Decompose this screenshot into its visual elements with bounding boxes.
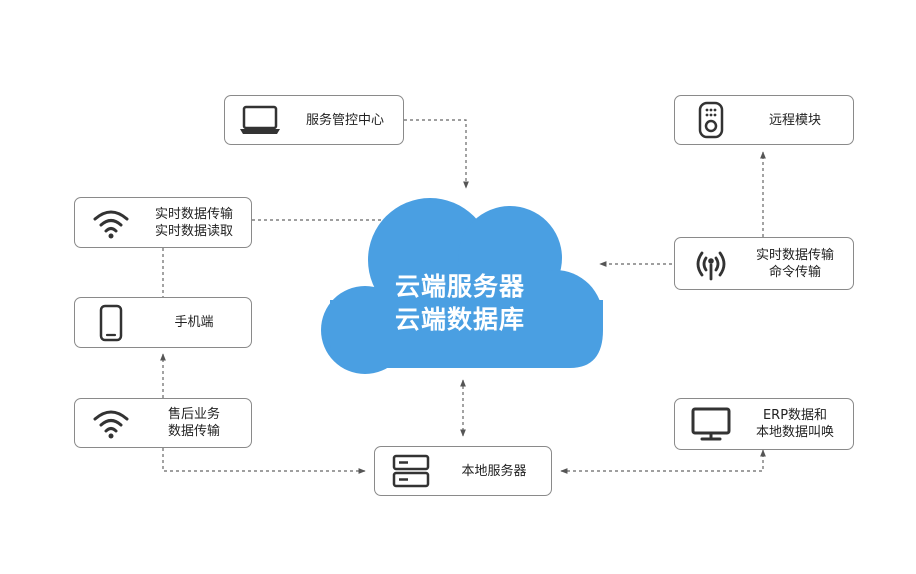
signal-icon	[687, 238, 735, 289]
aftersales-line2: 数据传输	[167, 424, 220, 439]
realtime-right-line2: 命令传输	[768, 264, 821, 280]
node-realtime-right[interactable]: 实时数据传输 命令传输	[674, 237, 854, 290]
node-service-center[interactable]: 服务管控中心	[224, 95, 404, 145]
remote-device-icon	[689, 96, 733, 144]
realtime-left-line1: 实时数据传输	[154, 206, 233, 222]
remote-module-label: 远程模块	[768, 112, 821, 128]
node-erp[interactable]: ERP数据和 本地数据叫唤	[674, 398, 854, 450]
node-realtime-left[interactable]: 实时数据传输 实时数据读取	[74, 197, 252, 248]
local-server-label: 本地服务器	[461, 463, 527, 479]
realtime-right-line1: 实时数据传输	[755, 247, 834, 263]
monitor-icon	[687, 399, 735, 449]
realtime-left-line2: 实时数据读取	[154, 223, 233, 239]
wifi-icon	[89, 198, 133, 247]
aftersales-line1: 售后业务	[167, 407, 220, 422]
wifi-icon	[89, 399, 133, 447]
erp-line2: 本地数据叫唤	[755, 425, 834, 440]
node-aftersales[interactable]: 售后业务 数据传输	[74, 398, 252, 448]
arrow-service-to-cloud	[404, 119, 469, 189]
cloud-label-line1: 云端服务器	[394, 272, 525, 301]
laptop-icon	[237, 96, 283, 144]
phone-icon	[89, 298, 133, 347]
service-center-label: 服务管控中心	[305, 112, 384, 128]
arrow-local-erp	[560, 449, 766, 474]
cloud-label: 云端服务器 云端数据库	[355, 270, 565, 336]
cloud-label-line2: 云端数据库	[394, 305, 525, 334]
node-local-server[interactable]: 本地服务器	[374, 446, 552, 496]
cloud-shape	[321, 198, 603, 374]
arrow-aftersales-to-local	[162, 448, 366, 474]
erp-line1: ERP数据和	[762, 408, 828, 423]
server-icon	[387, 447, 435, 495]
mobile-label: 手机端	[174, 315, 214, 330]
node-mobile[interactable]: 手机端	[74, 297, 252, 348]
node-remote-module[interactable]: 远程模块	[674, 95, 854, 145]
